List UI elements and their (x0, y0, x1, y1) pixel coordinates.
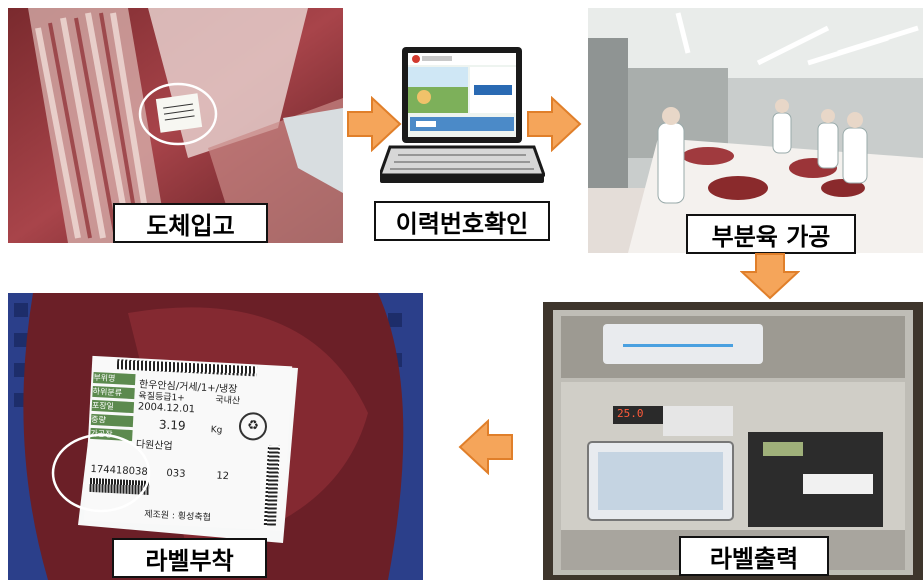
trace-number-highlight-circle (51, 433, 151, 513)
step-caption-print: 라벨출력 (679, 536, 829, 576)
scale-readout: 25.0 (617, 407, 644, 420)
tag-highlight-circle (138, 82, 218, 146)
step-caption-carcass: 도체입고 (113, 203, 268, 243)
arrow-down-icon (740, 253, 800, 300)
label-attached-photo: 한우안심/거세/1+/냉장 육질등급1+ 국내산 2004.12.01 3.19… (8, 293, 423, 580)
laptop-icon (380, 47, 545, 183)
arrow-right-icon (527, 96, 582, 152)
step-caption-trace: 이력번호확인 (374, 201, 550, 241)
carcass-photo (8, 8, 343, 243)
step-caption-cutting: 부분육 가공 (686, 214, 856, 254)
arrow-right-icon (347, 96, 402, 152)
step-caption-attach: 라벨부착 (112, 538, 267, 578)
arrow-left-icon (458, 419, 513, 475)
